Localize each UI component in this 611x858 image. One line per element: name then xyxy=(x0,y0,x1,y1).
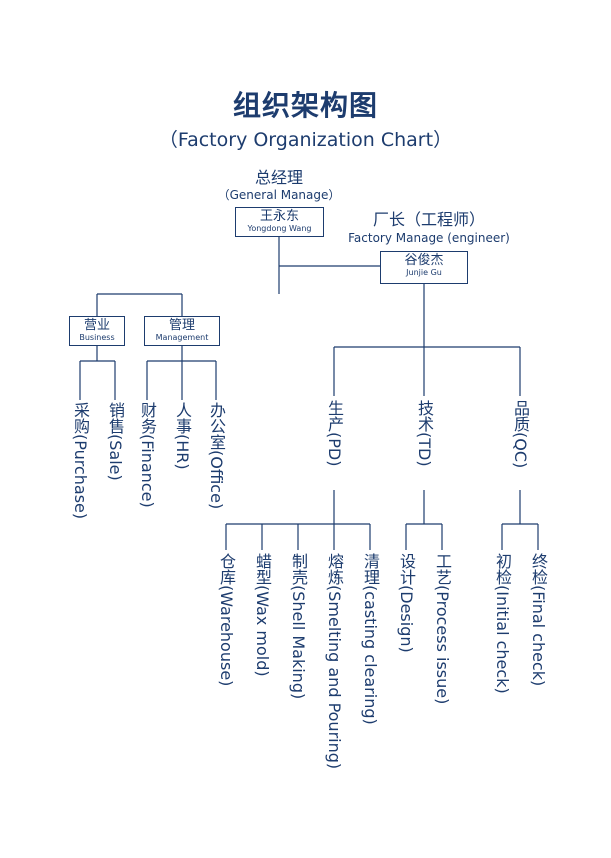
business-label: 营业 xyxy=(83,318,110,333)
division-td: 技术(TD) xyxy=(415,400,434,467)
gm-name-en: Yongdong Wang xyxy=(247,224,312,233)
gm-title: 总经理 xyxy=(254,168,303,187)
fm-title-en: Factory Manage (engineer) xyxy=(348,231,510,245)
fm-box: 谷俊杰 Junjie Gu xyxy=(380,251,468,284)
pd-shell-making: 制壳(Shell Making) xyxy=(289,553,308,700)
fm-name-en: Junjie Gu xyxy=(406,268,442,277)
business-box: 营业 Business xyxy=(69,316,125,346)
division-qc: 品质(QC) xyxy=(511,400,530,469)
td-design: 设计(Design) xyxy=(397,553,416,653)
fm-title: 厂长（工程师） xyxy=(372,210,485,229)
management-label-en: Management xyxy=(155,333,209,342)
dept-hr: 人事(HR) xyxy=(173,402,192,470)
qc-final-check: 终检(Final check) xyxy=(529,553,548,687)
fm-name: 谷俊杰 xyxy=(404,253,444,268)
pd-wax-mold: 蜡型(Wax mold) xyxy=(253,553,272,677)
division-pd: 生产(PD) xyxy=(325,400,344,467)
gm-name: 王永东 xyxy=(259,209,299,224)
gm-box: 王永东 Yongdong Wang xyxy=(235,207,324,237)
business-label-en: Business xyxy=(79,333,115,342)
management-box: 管理 Management xyxy=(144,316,220,346)
td-process-issue: 工艺(Process issue) xyxy=(433,553,452,705)
gm-title-en: （General Manage） xyxy=(217,188,341,202)
pd-warehouse: 仓库(Warehouse) xyxy=(217,553,236,687)
pd-casting-clearing: 清理(casting clearing) xyxy=(361,553,380,725)
qc-initial-check: 初检(Initial check) xyxy=(493,553,512,694)
management-label: 管理 xyxy=(168,318,195,333)
pd-smelting-pouring: 熔炼(Smelting and Pouring) xyxy=(325,553,344,770)
dept-purchase: 采购(Purchase) xyxy=(71,402,90,520)
dept-office: 办公室(Office) xyxy=(207,402,226,510)
dept-sale: 销售(Sale) xyxy=(106,402,125,481)
chart-title: 组织架构图 xyxy=(232,89,378,122)
dept-finance: 财务(Finance) xyxy=(138,402,157,508)
chart-subtitle: （Factory Organization Chart） xyxy=(158,129,453,151)
